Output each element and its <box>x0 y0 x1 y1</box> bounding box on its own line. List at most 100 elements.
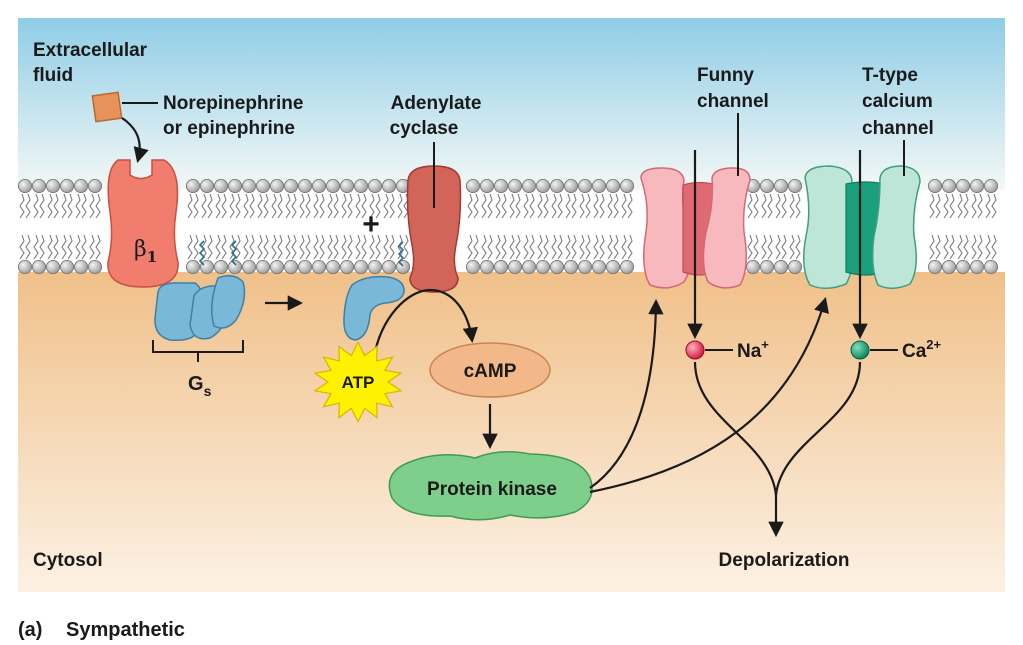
g-protein <box>154 240 246 342</box>
lipid-tail <box>235 234 241 260</box>
lipid-head <box>367 178 382 193</box>
gs-alpha-subunit <box>343 275 405 341</box>
lipid-tail <box>929 193 935 219</box>
activation-plus-sign: + <box>362 208 380 241</box>
lipid-tail <box>369 234 375 260</box>
lipid-tail <box>89 193 95 219</box>
lipid-tail <box>935 193 941 219</box>
lipid-tail <box>977 234 983 260</box>
lipid-head <box>32 178 47 193</box>
lipid-tail <box>515 193 521 219</box>
lipid-tail <box>285 234 291 260</box>
funny-label-line1: Funny <box>697 65 754 86</box>
lipid-head <box>381 178 396 193</box>
lipid-tail <box>187 234 193 260</box>
lipid-head <box>928 259 943 274</box>
lipid-head <box>550 259 565 274</box>
lipid-head <box>970 259 985 274</box>
lipid-head <box>760 259 775 274</box>
lipid-tail <box>565 193 571 219</box>
lipid-head <box>942 259 957 274</box>
lipid-tail <box>25 193 31 219</box>
lipid-head <box>760 178 775 193</box>
lipid-tail <box>67 193 73 219</box>
lipid-tail <box>551 234 557 260</box>
lipid-tail <box>537 234 543 260</box>
lipid-tail <box>243 234 249 260</box>
lipid-tail <box>361 193 367 219</box>
adenylate-label-line1: Adenylate <box>391 93 482 114</box>
lipid-tail <box>593 193 599 219</box>
lipid-tail <box>341 234 347 260</box>
lipid-tail <box>201 193 207 219</box>
lipid-tail <box>215 234 221 260</box>
lipid-head <box>185 178 200 193</box>
lipid-tail <box>249 234 255 260</box>
lipid-tail <box>473 234 479 260</box>
lipid-tail <box>193 234 199 260</box>
camp-molecule <box>429 342 551 398</box>
lipid-tail <box>761 234 767 260</box>
lipid-tail <box>473 193 479 219</box>
lipid-tail <box>747 234 753 260</box>
lipid-head <box>465 259 480 274</box>
lipid-tail <box>795 234 801 260</box>
lipid-tail <box>621 234 627 260</box>
atp-burst <box>313 341 403 423</box>
ca-superscript: 2+ <box>926 337 941 352</box>
lipid-tail <box>75 234 81 260</box>
lipid-tail <box>753 193 759 219</box>
ca-main: Ca <box>902 341 927 362</box>
lipid-tail <box>33 234 39 260</box>
lipid-head <box>479 259 494 274</box>
ca-to-depolarization <box>774 361 862 496</box>
lipid-tail <box>621 193 627 219</box>
kinase-to-funny-arrow <box>589 298 664 489</box>
lipid-tail <box>81 193 87 219</box>
lipid-tail <box>327 234 333 260</box>
lipid-tail <box>467 193 473 219</box>
lipid-tail <box>571 193 577 219</box>
lipid-head <box>199 178 214 193</box>
lipid-tail <box>89 234 95 260</box>
lipid-tail <box>271 234 277 260</box>
depolarization-label: Depolarization <box>719 550 850 571</box>
lipid-tail <box>789 234 795 260</box>
lipid-head <box>46 178 61 193</box>
lipid-tail <box>515 234 521 260</box>
lipid-head <box>592 259 607 274</box>
lipid-tail <box>19 234 25 260</box>
lipid-tail <box>47 193 53 219</box>
lipid-tail <box>495 193 501 219</box>
lipid-tail <box>599 234 605 260</box>
lipid-tail <box>991 234 997 260</box>
lipid-tail <box>19 193 25 219</box>
lipid-tail <box>333 193 339 219</box>
lipid-tail <box>95 234 101 260</box>
lipid-tail <box>291 234 297 260</box>
lipid-head <box>507 259 522 274</box>
atp-label: ATP <box>342 373 375 392</box>
lipid-tail <box>613 193 619 219</box>
lipid-head <box>942 178 957 193</box>
lipid-tail <box>487 234 493 260</box>
lipid-tail <box>319 193 325 219</box>
lipid-tail <box>943 193 949 219</box>
lipid-head <box>928 178 943 193</box>
lipid-tail <box>299 234 305 260</box>
lipid-tail <box>761 193 767 219</box>
lipid-tail <box>487 193 493 219</box>
ligand-label-line2: or epinephrine <box>163 118 295 139</box>
lipid-tail <box>249 193 255 219</box>
lipid-tail <box>347 193 353 219</box>
lipid-tail <box>963 234 969 260</box>
lipid-tail <box>375 234 381 260</box>
lipid-tail <box>263 234 269 260</box>
lipid-tail <box>481 193 487 219</box>
beta1-label: β1 <box>134 237 157 266</box>
lipid-tail <box>613 234 619 260</box>
lipid-head <box>788 178 803 193</box>
ligand-label-line1: Norepinephrine <box>163 93 303 114</box>
lipid-head <box>311 259 326 274</box>
lipid-tail <box>327 193 333 219</box>
